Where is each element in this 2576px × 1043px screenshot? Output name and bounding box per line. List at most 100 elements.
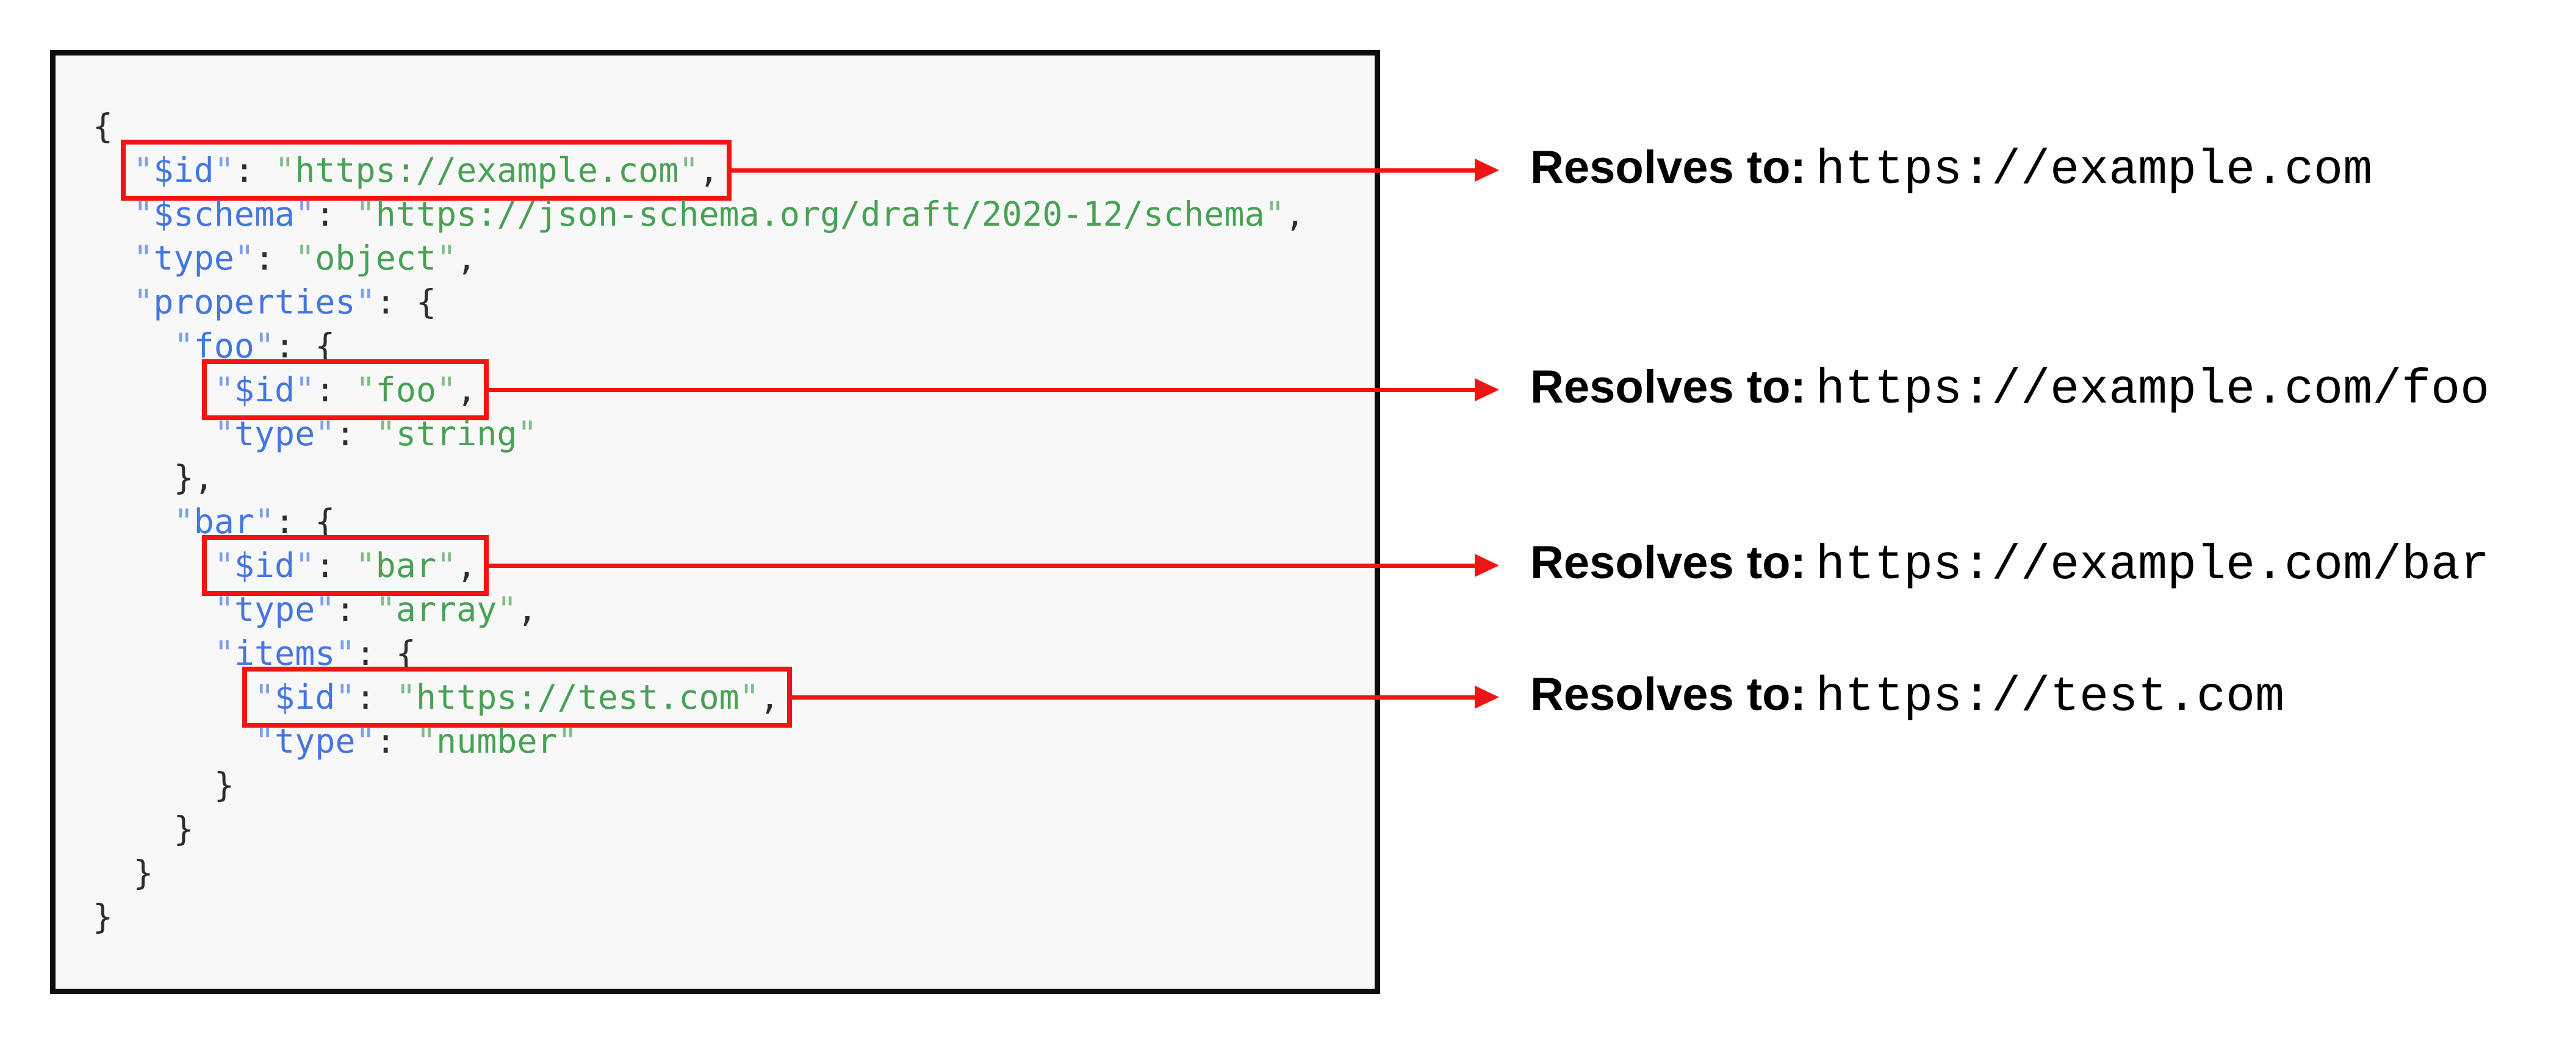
json-value-quote: " — [557, 722, 578, 761]
json-key-quote: " — [214, 546, 234, 585]
json-key: foo — [193, 326, 254, 365]
code-line: }, — [93, 456, 1375, 500]
json-punctuation: , — [699, 151, 719, 190]
json-punctuation: : { — [275, 502, 336, 541]
json-key-quote: " — [173, 502, 194, 541]
arrow-head-icon — [1475, 159, 1499, 182]
json-key-quote: " — [214, 590, 234, 629]
json-key-quote: " — [254, 326, 275, 365]
code-line: "$id": "https://example.com", — [93, 140, 1375, 201]
json-punctuation: } — [133, 853, 154, 892]
resolves-label-prefix: Resolves to: — [1530, 537, 1806, 589]
id-highlight-box: "$id": "https://test.com", — [242, 667, 792, 728]
code-line: "$id": "bar", — [93, 535, 1375, 596]
json-key-quote: " — [214, 151, 234, 190]
code-line: "$schema": "https://json-schema.org/draf… — [93, 192, 1375, 236]
json-key-quote: " — [133, 282, 154, 321]
json-value-quote: " — [355, 195, 376, 234]
json-punctuation: : — [355, 678, 396, 717]
json-key-quote: " — [295, 370, 315, 409]
code-line: "foo": { — [93, 324, 1375, 368]
json-punctuation: } — [93, 897, 113, 936]
json-punctuation: : — [315, 546, 356, 585]
resolves-label: Resolves to:https://example.com — [1530, 141, 2372, 198]
json-punctuation: } — [173, 809, 194, 848]
json-key-quote: " — [355, 722, 376, 761]
json-punctuation: } — [214, 765, 234, 805]
code-line: } — [93, 895, 1375, 939]
json-value: https://json-schema.org/draft/2020-12/sc… — [375, 195, 1265, 234]
id-highlight-box: "$id": "https://example.com", — [121, 140, 732, 201]
resolved-url: https://example.com/bar — [1815, 538, 2490, 594]
json-key-quote: " — [234, 238, 254, 278]
json-value: number — [436, 722, 558, 761]
resolve-arrow — [790, 686, 1499, 709]
resolve-arrow — [730, 159, 1499, 182]
json-key-quote: " — [214, 414, 234, 453]
json-value-quote: " — [375, 414, 396, 453]
json-value-quote: " — [275, 151, 295, 190]
json-punctuation: }, — [173, 458, 214, 497]
json-value-quote: " — [355, 546, 376, 585]
json-key-quote: " — [335, 634, 356, 673]
json-key-quote: " — [133, 151, 154, 190]
json-key-quote: " — [295, 195, 315, 234]
json-punctuation: : — [375, 722, 416, 761]
json-key-quote: " — [295, 546, 315, 585]
arrow-head-icon — [1475, 686, 1499, 709]
code-line: } — [93, 851, 1375, 895]
json-value: https://test.com — [416, 678, 739, 717]
resolved-url: https://example.com — [1815, 143, 2373, 199]
json-value-quote: " — [295, 238, 315, 278]
json-punctuation: , — [517, 590, 538, 629]
resolve-arrow — [487, 554, 1499, 577]
json-punctuation: , — [759, 678, 780, 717]
json-punctuation: : — [315, 370, 356, 409]
json-key: type — [275, 722, 356, 761]
code-line: { — [93, 104, 1375, 148]
json-key-quote: " — [315, 590, 336, 629]
code-line: "type": "number" — [93, 719, 1375, 763]
resolves-label-prefix: Resolves to: — [1530, 142, 1806, 194]
json-key: type — [153, 238, 234, 278]
json-value-quote: " — [375, 590, 396, 629]
resolve-arrow — [487, 378, 1499, 401]
resolved-url: https://example.com/foo — [1815, 362, 2490, 418]
json-key-quote: " — [335, 678, 356, 717]
json-key-quote: " — [254, 722, 275, 761]
json-punctuation: , — [456, 238, 477, 278]
json-punctuation: { — [93, 107, 113, 146]
json-key-quote: " — [133, 195, 154, 234]
code-line: } — [93, 807, 1375, 851]
code-line: "type": "array", — [93, 587, 1375, 631]
json-key: items — [234, 634, 336, 673]
resolves-label-prefix: Resolves to: — [1530, 668, 1806, 721]
json-punctuation: , — [1284, 195, 1305, 234]
code-line: "bar": { — [93, 500, 1375, 543]
id-highlight-box: "$id": "foo", — [201, 359, 489, 420]
json-key-quote: " — [133, 238, 154, 278]
json-value-quote: " — [395, 678, 416, 717]
code-line: "$id": "https://test.com", — [93, 667, 1375, 728]
json-value-quote: " — [436, 238, 457, 278]
resolves-label: Resolves to:https://test.com — [1530, 668, 2284, 725]
code-line: "type": "object", — [93, 236, 1375, 280]
json-value: foo — [375, 370, 436, 409]
json-value: bar — [375, 546, 436, 585]
code-line: "items": { — [93, 631, 1375, 675]
json-punctuation: : — [254, 238, 295, 278]
json-punctuation: , — [456, 546, 477, 585]
code-block: { "$id": "https://example.com", "$schema… — [56, 56, 1375, 939]
json-key-quote: " — [254, 678, 275, 717]
json-punctuation: : { — [355, 634, 416, 673]
resolved-url: https://test.com — [1815, 670, 2285, 726]
code-line: } — [93, 763, 1375, 807]
json-value-quote: " — [497, 590, 517, 629]
code-panel: { "$id": "https://example.com", "$schema… — [50, 50, 1380, 994]
json-value-quote: " — [436, 370, 457, 409]
code-line: "properties": { — [93, 280, 1375, 324]
resolves-label: Resolves to:https://example.com/foo — [1530, 360, 2489, 418]
json-value-quote: " — [1264, 195, 1285, 234]
json-value: https://example.com — [295, 151, 679, 190]
